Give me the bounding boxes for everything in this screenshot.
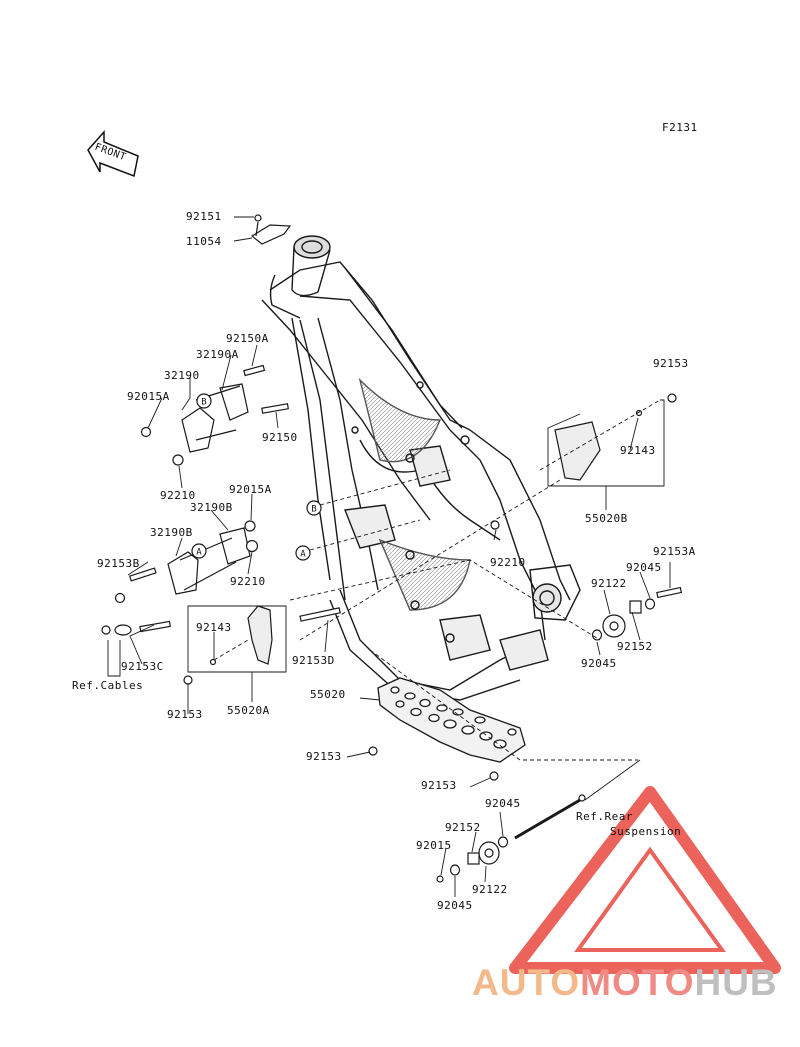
label-92153B: 92153B	[97, 557, 140, 570]
engine-bracket-upper	[181, 383, 249, 453]
label-92143-left: 92143	[196, 621, 232, 634]
callout-markers	[191, 393, 322, 561]
label-11054: 11054	[186, 235, 222, 248]
label-ref-cables: Ref.Cables	[72, 679, 144, 692]
label-32190B-top: 32190B	[190, 501, 233, 514]
label-92143-right: 92143	[620, 444, 656, 457]
label-92045-lower-bottom: 92045	[437, 899, 473, 912]
label-92150: 92150	[262, 431, 298, 444]
figure-code: F2131	[662, 121, 698, 134]
frame-guards	[247, 421, 601, 665]
label-92015: 92015	[416, 839, 452, 852]
fasteners	[101, 364, 683, 883]
skid-plate	[377, 677, 526, 763]
label-92153-bottom: 92153	[421, 779, 457, 792]
label-55020B: 55020B	[585, 512, 628, 525]
label-ref-rear: Ref.Rear	[576, 810, 633, 823]
frame	[261, 235, 581, 701]
label-92045-right-bottom: 92045	[581, 657, 617, 670]
label-92153C: 92153C	[121, 660, 164, 673]
engine-bracket-lower	[167, 527, 251, 595]
label-92210-left: 92210	[160, 489, 196, 502]
label-92210-center: 92210	[490, 556, 526, 569]
leader-lines	[107, 216, 671, 897]
label-32190B-mid: 32190B	[150, 526, 193, 539]
label-92045-lower-top: 92045	[485, 797, 521, 810]
label-92153A: 92153A	[653, 545, 696, 558]
label-92151: 92151	[186, 210, 222, 223]
label-92122-lower: 92122	[472, 883, 508, 896]
label-32190A: 32190A	[196, 348, 239, 361]
label-92153-right-top: 92153	[653, 357, 689, 370]
label-92153-left: 92153	[167, 708, 203, 721]
top-bracket	[250, 214, 292, 245]
front-arrow-icon	[87, 130, 139, 178]
watermark-auto: AUTO	[472, 962, 581, 1003]
watermark-hub: HUB	[694, 962, 778, 1003]
label-55020A: 55020A	[227, 704, 270, 717]
watermark-text: AUTOMOTOHUB	[472, 962, 778, 1004]
watermark-logo	[509, 786, 781, 974]
label-92015A-top: 92015A	[127, 390, 170, 403]
label-92210-mid: 92210	[230, 575, 266, 588]
label-92122-right: 92122	[591, 577, 627, 590]
label-suspension: Suspension	[610, 825, 682, 838]
label-92045-right-top: 92045	[626, 561, 662, 574]
label-55020: 55020	[310, 688, 346, 701]
label-92015A-mid: 92015A	[229, 483, 272, 496]
callout-b-frame: B	[311, 505, 316, 515]
label-92152-lower: 92152	[445, 821, 481, 834]
label-92152-right: 92152	[617, 640, 653, 653]
label-92153-plate: 92153	[306, 750, 342, 763]
watermark-moto: MOTO	[580, 962, 695, 1003]
label-92153D: 92153D	[292, 654, 335, 667]
label-32190: 32190	[164, 369, 200, 382]
label-92150A: 92150A	[226, 332, 269, 345]
callout-b-upper: B	[201, 398, 206, 408]
callout-a-frame: A	[300, 550, 306, 560]
callout-a-left: A	[196, 548, 202, 558]
